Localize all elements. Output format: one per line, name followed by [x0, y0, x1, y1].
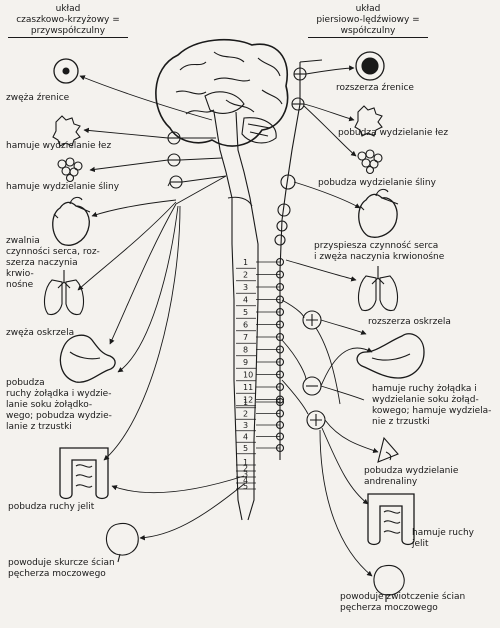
left-eye-icon — [53, 58, 79, 84]
spinal-segment-thoracic-5: 5 — [243, 308, 248, 317]
right-effect-bronchi-dilate: rozszerza oskrzela — [368, 317, 451, 327]
header-left-line2: czaszkowo-krzyżowy = — [16, 15, 120, 25]
spinal-segment-thoracic-10: 10 — [243, 371, 253, 380]
spinal-segment-lumbar-5: 5 — [243, 444, 248, 453]
right-heart-icon — [358, 188, 399, 238]
header-left-line3: przywspółczulny — [8, 26, 128, 38]
spinal-segment-dividers — [236, 267, 256, 490]
right-lacrimal-gland-icon — [354, 105, 383, 137]
left-lungs-icon — [43, 270, 85, 316]
right-effect-tears-stimulate: pobudza wydzielanie łez — [338, 128, 449, 138]
spinal-segment-thoracic-12: 12 — [243, 396, 253, 405]
right-eye-icon — [355, 51, 385, 81]
spinal-segment-thoracic-9: 9 — [243, 358, 248, 367]
right-effect-pupil-dilate: rozszerza źrenice — [336, 83, 414, 93]
spinal-segment-lumbar-2: 2 — [243, 410, 248, 419]
right-effect-bladder-relax: powoduje zwiotczenie ścian pęcherza mocz… — [340, 592, 466, 613]
header-right-line2: piersiowo-lędźwiowy = — [316, 15, 420, 25]
parasym-ganglia — [167, 131, 183, 189]
right-stomach-icon — [356, 333, 425, 379]
parasym-nerve-fibers — [77, 75, 245, 541]
spinal-cord — [213, 111, 259, 521]
right-effect-intestines-inhibit: hamuje ruchy jelit — [412, 528, 474, 549]
sym-nerve-fibers — [281, 65, 379, 577]
spinal-segment-thoracic-4: 4 — [243, 296, 248, 305]
left-effect-heart-slow: zwalnia czynności serca, roz- szerza nac… — [6, 236, 100, 290]
spinal-segment-thoracic-2: 2 — [243, 271, 248, 280]
left-effect-stomach-stimulate: pobudza ruchy żołądka i wydzie- lanie so… — [6, 378, 112, 432]
trunk-top-link — [299, 59, 323, 63]
right-effect-adrenaline-stimulate: pobudza wydzielanie andrenaliny — [364, 466, 459, 487]
right-intestines-icon — [367, 493, 415, 546]
brain-illustration — [155, 38, 289, 147]
right-salivary-gland-icon — [357, 149, 383, 175]
header-left-line1: układ — [55, 4, 81, 14]
spinal-segment-sacral-1: 1 — [243, 458, 248, 467]
spinal-segment-sacral-2: 2 — [243, 464, 248, 473]
left-effect-tears-inhibit: hamuje wydzielanie łez — [6, 141, 112, 151]
header-right-line1: układ — [355, 4, 381, 14]
left-intestines-icon — [59, 447, 109, 500]
left-stomach-icon — [59, 334, 116, 383]
spinal-segment-sacral-5: 5 — [243, 482, 248, 491]
header-sympathetic: układ piersiowo-lędźwiowy = współczulny — [308, 4, 428, 38]
spinal-segment-sacral-3: 3 — [243, 470, 248, 479]
header-right-line3: współczulny — [308, 26, 428, 38]
left-lacrimal-gland-icon — [52, 115, 81, 147]
right-bladder-icon — [373, 564, 405, 602]
spinal-segment-lumbar-1: 1 — [243, 398, 248, 407]
right-effect-saliva-stimulate: pobudza wydzielanie śliny — [318, 178, 436, 188]
left-salivary-gland-icon — [57, 157, 83, 183]
left-effect-saliva-inhibit: hamuje wydzielanie śliny — [6, 182, 120, 192]
left-effect-bronchi-constrict: zwęża oskrzela — [6, 328, 75, 338]
left-bladder-icon — [105, 522, 139, 563]
right-effect-stomach-inhibit: hamuje ruchy żołądka i wydzielanie soku … — [372, 384, 492, 427]
adrenal-gland-icon — [377, 436, 399, 463]
spinal-segment-thoracic-3: 3 — [243, 283, 248, 292]
spinal-segment-thoracic-7: 7 — [243, 333, 248, 342]
header-parasympathetic: układ czaszkowo-krzyżowy = przywspółczul… — [8, 4, 128, 38]
spinal-to-chain-links — [256, 261, 280, 449]
spinal-segment-thoracic-11: 11 — [243, 383, 253, 392]
left-heart-icon — [52, 196, 91, 246]
left-effect-pupil-constrict: zwęża źrenice — [6, 93, 70, 103]
right-lungs-icon — [357, 266, 399, 312]
spinal-segment-lumbar-3: 3 — [243, 421, 248, 430]
spinal-segment-thoracic-1: 1 — [243, 258, 248, 267]
spinal-segment-thoracic-8: 8 — [243, 346, 248, 355]
spinal-segment-sacral-4: 4 — [243, 476, 248, 485]
left-effect-intestines-stimulate: pobudza ruchy jelit — [8, 502, 95, 512]
right-effect-heart-accelerate: przyspiesza czynność serca i zwęża naczy… — [314, 241, 445, 262]
spinal-segment-thoracic-6: 6 — [243, 321, 248, 330]
left-effect-bladder-contract: powoduje skurcze ścian pęcherza moczoweg… — [8, 558, 115, 579]
spinal-segment-lumbar-4: 4 — [243, 433, 248, 442]
